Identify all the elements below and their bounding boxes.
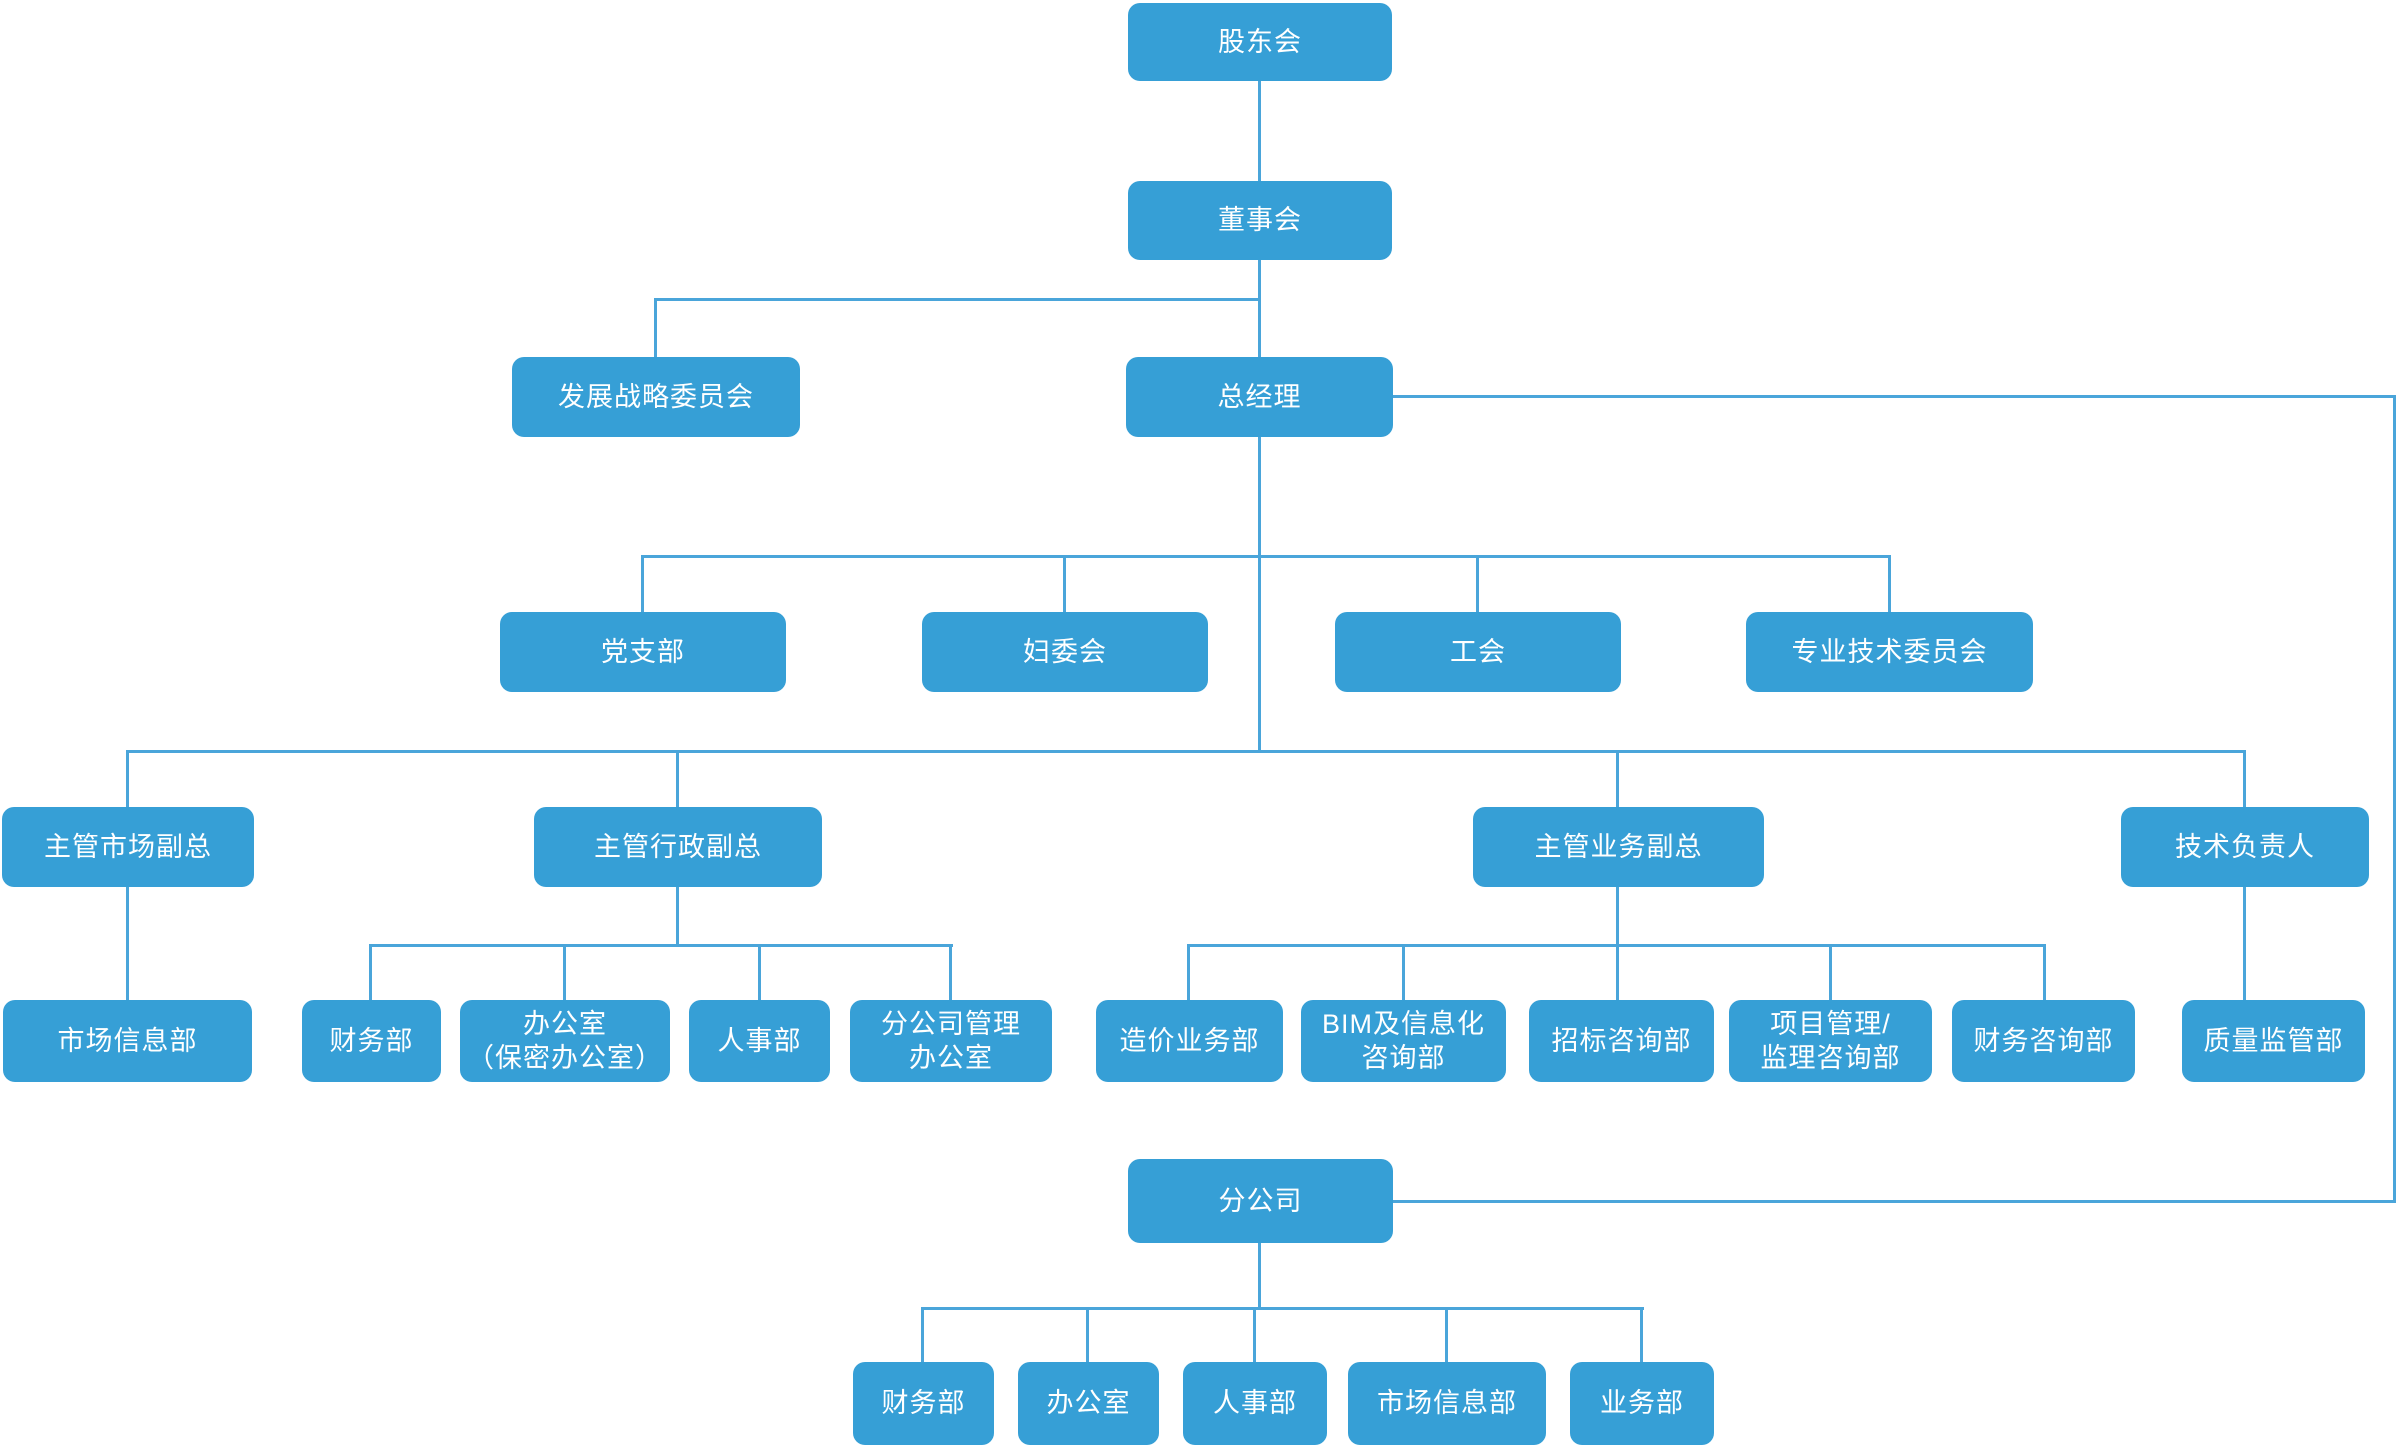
node-office-confidential-office: 办公室 （保密办公室） [460, 1000, 670, 1082]
node-professional-technical-committee: 专业技术委员会 [1746, 612, 2033, 692]
connector-line [2243, 750, 2246, 807]
connector-line [1640, 1307, 1643, 1364]
connector-line [1393, 1200, 2396, 1203]
connector-line [2243, 887, 2246, 1000]
node-branch-company: 分公司 [1128, 1159, 1393, 1243]
node-vp-marketing: 主管市场副总 [2, 807, 254, 887]
connector-line [1476, 555, 1479, 612]
connector-line [369, 944, 953, 947]
connector-line [1258, 81, 1261, 181]
connector-line [1253, 1307, 1256, 1364]
connector-line [563, 944, 566, 1000]
connector-line [1888, 555, 1891, 612]
node-branch-management-office: 分公司管理 办公室 [850, 1000, 1052, 1082]
connector-line [676, 887, 679, 947]
connector-line [641, 555, 1891, 558]
connector-line [1258, 1243, 1261, 1310]
connector-line [921, 1307, 924, 1364]
connector-line [126, 887, 129, 1000]
node-quality-supervision-dept: 质量监管部 [2182, 1000, 2365, 1082]
node-hr-dept: 人事部 [689, 1000, 830, 1082]
node-branch-market-information-dept: 市场信息部 [1348, 1362, 1546, 1445]
node-financial-consulting-dept: 财务咨询部 [1952, 1000, 2135, 1082]
connector-line [2043, 944, 2046, 1000]
connector-line [921, 1307, 1644, 1310]
node-general-manager: 总经理 [1126, 357, 1393, 437]
connector-line [1258, 437, 1261, 753]
node-branch-office: 办公室 [1018, 1362, 1159, 1445]
connector-line [1086, 1307, 1089, 1364]
connector-line [949, 944, 952, 1000]
node-labor-union: 工会 [1335, 612, 1621, 692]
connector-line [1616, 887, 1619, 947]
connector-line [1393, 395, 2396, 398]
node-finance-dept: 财务部 [302, 1000, 441, 1082]
connector-line [126, 750, 129, 807]
connector-line [1445, 1307, 1448, 1364]
connector-line [369, 944, 372, 1000]
node-technical-director: 技术负责人 [2121, 807, 2369, 887]
connector-line [758, 944, 761, 1000]
connector-line [654, 298, 657, 357]
node-branch-hr-dept: 人事部 [1183, 1362, 1327, 1445]
connector-line [641, 555, 644, 612]
connector-line [1616, 944, 1619, 1000]
node-project-management-supervision-consulting-dept: 项目管理/ 监理咨询部 [1729, 1000, 1932, 1082]
connector-line [1187, 944, 1190, 1000]
connector-line [2393, 395, 2396, 1203]
node-vp-business: 主管业务副总 [1473, 807, 1764, 887]
node-cost-engineering-dept: 造价业务部 [1096, 1000, 1283, 1082]
node-development-strategy-committee: 发展战略委员会 [512, 357, 800, 437]
node-shareholders-meeting: 股东会 [1128, 3, 1392, 81]
connector-line [1402, 944, 1405, 1000]
node-womens-committee: 妇委会 [922, 612, 1208, 692]
connector-line [126, 750, 2246, 753]
connector-line [1829, 944, 1832, 1000]
connector-line [1616, 750, 1619, 807]
node-vp-administration: 主管行政副总 [534, 807, 822, 887]
connector-line [654, 298, 1261, 301]
node-branch-business-dept: 业务部 [1570, 1362, 1714, 1445]
connector-line [676, 750, 679, 807]
node-branch-finance-dept: 财务部 [853, 1362, 994, 1445]
node-market-information-dept: 市场信息部 [3, 1000, 252, 1082]
connector-line [1063, 555, 1066, 612]
node-bidding-consulting-dept: 招标咨询部 [1529, 1000, 1714, 1082]
node-party-branch: 党支部 [500, 612, 786, 692]
node-board-of-directors: 董事会 [1128, 181, 1392, 260]
connector-line [1258, 260, 1261, 357]
node-bim-informatization-consulting-dept: BIM及信息化 咨询部 [1301, 1000, 1506, 1082]
